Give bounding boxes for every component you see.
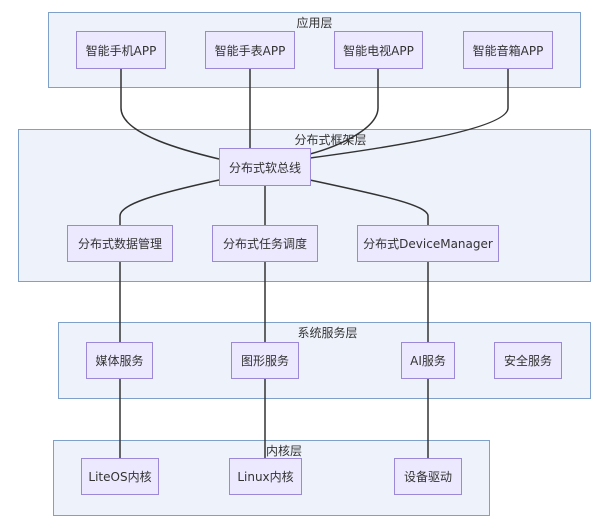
node-graphics-service: 图形服务 — [231, 342, 299, 379]
node-watch-app: 智能手表APP — [205, 31, 295, 69]
node-ai-service: AI服务 — [401, 342, 455, 379]
node-phone-app: 智能手机APP — [76, 31, 166, 69]
node-device-driver: 设备驱动 — [394, 458, 462, 495]
node-speaker-app: 智能音箱APP — [463, 31, 553, 69]
node-data-management: 分布式数据管理 — [67, 225, 173, 262]
node-softbus: 分布式软总线 — [219, 148, 311, 186]
node-tv-app: 智能电视APP — [334, 31, 423, 69]
node-device-manager: 分布式DeviceManager — [357, 225, 499, 262]
framework-layer-title: 分布式框架层 — [294, 133, 367, 147]
node-linux-kernel: Linux内核 — [229, 458, 302, 495]
app-layer-title: 应用层 — [296, 16, 333, 30]
system-layer-title: 系统服务层 — [297, 326, 358, 340]
node-media-service: 媒体服务 — [86, 342, 153, 379]
kernel-layer-title: 内核层 — [265, 444, 302, 458]
node-liteos-kernel: LiteOS内核 — [81, 458, 159, 495]
node-task-scheduling: 分布式任务调度 — [212, 225, 318, 262]
node-security-service: 安全服务 — [494, 342, 562, 379]
